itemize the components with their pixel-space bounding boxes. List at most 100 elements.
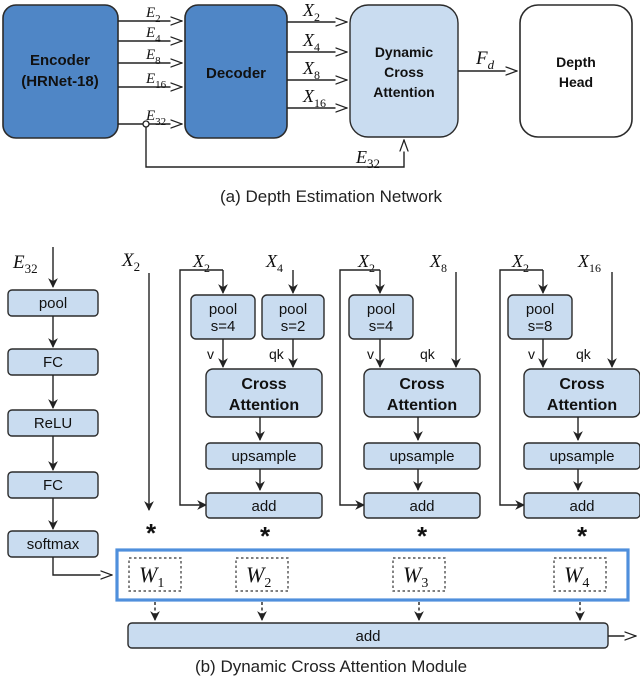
- weight-label-1: W1: [139, 562, 164, 591]
- dca-line-3: Attention: [373, 84, 434, 100]
- final-add-label: add: [355, 628, 380, 645]
- branch-2-v-label: v: [367, 346, 374, 362]
- encoder-title: Encoder: [30, 52, 90, 69]
- branch-1-upsample-label: upsample: [231, 448, 296, 465]
- e32-input-label: E32: [12, 252, 38, 276]
- softmax-to-weights-arrow: [52, 557, 112, 575]
- decoder-block: [184, 4, 288, 139]
- branch-1-upsample: [205, 442, 323, 470]
- depth-head-line-1: Depth: [556, 54, 596, 70]
- weight-op-label-3: FC: [43, 477, 63, 494]
- branch-3-add-label: add: [569, 498, 594, 515]
- branch-3-upsample: [523, 442, 640, 470]
- caption-a: (a) Depth Estimation Network: [220, 187, 443, 206]
- branch-2-cross-line-1: Cross: [399, 376, 444, 393]
- branch-1-qk-label: qk: [269, 346, 285, 362]
- branch-1-add-label: add: [251, 498, 276, 515]
- weight-label-2: W2: [246, 562, 271, 591]
- e32-skip-wire: [145, 127, 404, 168]
- dec-label-3: X16: [302, 86, 326, 110]
- branch-1-v-label: v: [207, 346, 214, 362]
- enc-label-0: E2: [145, 5, 161, 25]
- branch-3-v-label: v: [528, 346, 535, 362]
- dec-label-2: X8: [302, 58, 320, 82]
- e32-skip-label: E32: [355, 147, 380, 171]
- skip-junction: [142, 120, 150, 128]
- dca-line-1: Dynamic: [375, 44, 434, 60]
- branch-3-residual-wire: [499, 269, 543, 510]
- dca-line-2: Cross: [384, 64, 424, 80]
- weight-box-3: [392, 557, 446, 592]
- weight-op-label-4: softmax: [27, 536, 80, 553]
- fd-label: Fd: [475, 48, 495, 72]
- weight-label-4: W4: [564, 562, 589, 591]
- branch-2-x-side: X8: [429, 251, 447, 275]
- caption-b: (b) Dynamic Cross Attention Module: [195, 657, 467, 676]
- enc-label-2: E8: [145, 47, 161, 67]
- encoder-block: [2, 4, 119, 139]
- branch-1-x-main: X2: [192, 251, 210, 275]
- weight-op-label-2: ReLU: [34, 415, 72, 432]
- branch-3-x-main: X2: [511, 251, 529, 275]
- enc-label-1: E4: [145, 25, 161, 45]
- star-3: *: [417, 521, 428, 551]
- branch-3-qk-label: qk: [576, 346, 592, 362]
- weight-box-2: [235, 557, 289, 592]
- branch-1-residual-wire: [179, 269, 223, 510]
- star-2: *: [260, 521, 271, 551]
- branch-1-x-side: X4: [265, 251, 283, 275]
- branch-1-add: [205, 492, 323, 519]
- branch-2-x-main: X2: [357, 251, 375, 275]
- branch-3-cross-line-1: Cross: [559, 376, 604, 393]
- branch-2-qk-label: qk: [420, 346, 436, 362]
- weight-box-4: [553, 557, 607, 592]
- decoder-title: Decoder: [206, 65, 266, 82]
- weight-box-1: [128, 557, 182, 592]
- depth-estimation-network: Encoder (HRNet-18) Decoder Dynamic Cross…: [2, 0, 633, 206]
- enc-label-4: E32: [145, 108, 166, 128]
- depth-head-line-2: Head: [559, 74, 593, 90]
- branch-2-add: [363, 492, 481, 519]
- weight-op-label-0: pool: [39, 295, 67, 312]
- dec-label-1: X4: [302, 30, 320, 54]
- branch-1-cross-attention: [205, 368, 323, 418]
- branch-2-cross-attention: [363, 368, 481, 418]
- depth-head-block: [519, 4, 633, 138]
- branch-1-cross-line-1: Cross: [241, 376, 286, 393]
- enc-label-3: E16: [145, 71, 167, 91]
- weight-boxes: W1 W2 W3 W4: [128, 557, 607, 621]
- encoder-subtitle: (HRNet-18): [21, 73, 99, 90]
- branch-2-upsample-label: upsample: [389, 448, 454, 465]
- branch-2-add-label: add: [409, 498, 434, 515]
- branch-2-residual-wire: [339, 269, 380, 510]
- weights-frame: [115, 548, 630, 602]
- branch-3-cross-attention: [523, 368, 640, 418]
- weight-label-3: W3: [403, 562, 428, 591]
- star-4: *: [577, 521, 588, 551]
- branch-2-cross-line-2: Attention: [387, 397, 457, 414]
- star-1: *: [146, 518, 157, 548]
- weight-op-label-1: FC: [43, 354, 63, 371]
- branch-3-pool-1: [507, 294, 573, 340]
- x2-direct-label: X2: [121, 250, 140, 274]
- branch-2-upsample: [363, 442, 481, 470]
- branch-1-cross-line-2: Attention: [229, 397, 299, 414]
- branch-3-upsample-label: upsample: [549, 448, 614, 465]
- branch-3-cross-line-2: Attention: [547, 397, 617, 414]
- branch-3-add: [523, 492, 640, 519]
- dec-label-0: X2: [302, 0, 320, 24]
- branch-3-x-side: X16: [577, 251, 601, 275]
